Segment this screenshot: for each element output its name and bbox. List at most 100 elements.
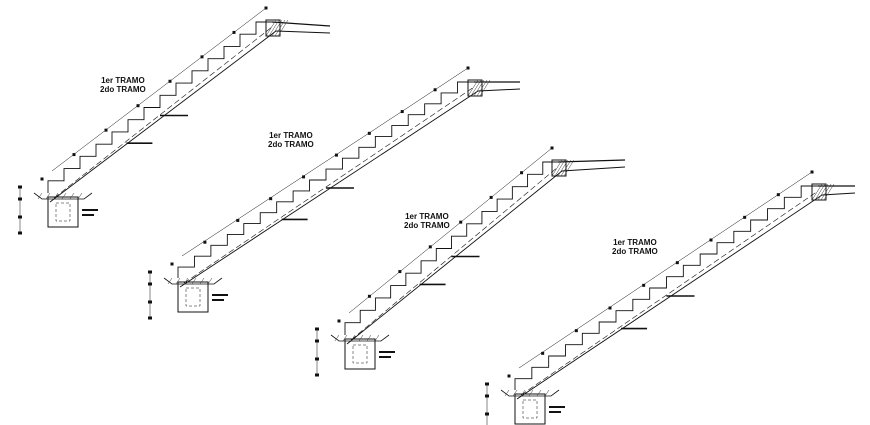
landing-bottom [477, 88, 521, 92]
hatch-line [814, 183, 826, 201]
landing-bottom [821, 192, 856, 196]
dimension-line [518, 171, 813, 369]
footing [177, 281, 209, 313]
soil-hatch [207, 277, 213, 285]
vertical-tick [315, 357, 319, 361]
excavation-outline [33, 192, 93, 200]
dimension-tick [709, 238, 713, 242]
dimension-tick [489, 195, 493, 199]
rebar-line [350, 166, 559, 341]
waist-slab-line [346, 170, 563, 345]
dimension-tick [337, 319, 341, 323]
hatch-line [265, 19, 277, 37]
soil-hatch [544, 389, 550, 397]
landing-top [557, 159, 626, 163]
dimension-tick [168, 79, 172, 83]
rebar-line [183, 86, 475, 284]
footing-rebar [522, 399, 538, 419]
dimension-tick [264, 6, 268, 10]
section-1-label: 1er TRAMO 2do TRAMO [100, 76, 146, 94]
soil-hatch [366, 334, 372, 342]
footing-callout [212, 294, 228, 296]
soil-hatch [504, 389, 510, 397]
vertical-tick [485, 394, 489, 398]
rebar-line [53, 26, 273, 199]
dimension-tick [541, 351, 545, 355]
stair-section-2 [148, 66, 521, 320]
hatch-line [560, 159, 572, 177]
section-3-label: 1er TRAMO 2do TRAMO [404, 212, 450, 230]
dimension-tick [550, 146, 554, 150]
waist-slab-line [49, 30, 277, 203]
dimension-tick [334, 153, 338, 157]
footing-rebar [185, 287, 201, 307]
vertical-tick [18, 185, 22, 189]
dimension-tick [743, 215, 747, 219]
tramo-1-label: 1er TRAMO [405, 212, 449, 221]
soil-hatch [528, 389, 534, 397]
vertical-tick [485, 412, 489, 416]
dimension-tick [675, 261, 679, 265]
section-2-label: 1er TRAMO 2do TRAMO [268, 131, 314, 149]
dimension-tick [367, 294, 371, 298]
vertical-tick [148, 316, 152, 320]
hatch-line [274, 19, 286, 37]
dimension-tick [72, 153, 76, 157]
vertical-tick [315, 339, 319, 343]
vertical-tick [18, 215, 22, 219]
soil-hatch [512, 389, 518, 397]
footing-rebar [352, 344, 368, 364]
soil-hatch [175, 277, 181, 285]
dimension-tick [136, 104, 140, 108]
footing-callout [549, 406, 565, 408]
tramo-1-label: 1er TRAMO [101, 76, 145, 85]
rebar-line [520, 190, 819, 396]
hatch-line [811, 183, 823, 201]
dimension-tick [170, 262, 174, 266]
soil-hatch [183, 277, 189, 285]
dimension-line [348, 147, 553, 314]
footing [344, 338, 376, 370]
landing-bottom [561, 166, 626, 172]
soil-hatch [350, 334, 356, 342]
footing-callout [379, 351, 395, 353]
soil-hatch [374, 334, 380, 342]
hatch-line [557, 159, 569, 177]
stair-steps [47, 21, 272, 193]
dimension-tick [428, 245, 432, 249]
vertical-tick [18, 231, 22, 235]
hatch-line [479, 79, 491, 97]
soil-hatch [358, 334, 364, 342]
landing-bottom [275, 30, 331, 34]
footing [47, 196, 79, 228]
excavation-outline [500, 389, 560, 397]
dimension-tick [200, 55, 204, 59]
soil-hatch [45, 192, 51, 200]
hatch-line [470, 79, 482, 97]
soil-hatch [37, 192, 43, 200]
excavation-outline [163, 277, 223, 285]
soil-hatch [53, 192, 59, 200]
stair-steps [177, 81, 474, 278]
dimension-tick [302, 175, 306, 179]
tramo-2-label: 2do TRAMO [268, 140, 314, 149]
dimension-tick [433, 88, 437, 92]
stair-section-1 [18, 6, 331, 235]
vertical-tick [148, 300, 152, 304]
footing-callout [82, 209, 98, 211]
stair-section-3 [315, 146, 626, 377]
soil-hatch [77, 192, 83, 200]
stair-steps [514, 185, 818, 390]
dimension-tick [776, 193, 780, 197]
soil-hatch [199, 277, 205, 285]
hatch-line [563, 159, 575, 177]
dimension-tick [507, 374, 511, 378]
vertical-tick [18, 197, 22, 201]
soil-hatch [61, 192, 67, 200]
footing-callout [212, 299, 224, 301]
soil-hatch [69, 192, 75, 200]
vertical-tick [315, 373, 319, 377]
hatch-line [467, 79, 479, 97]
hatch-line [823, 183, 835, 201]
